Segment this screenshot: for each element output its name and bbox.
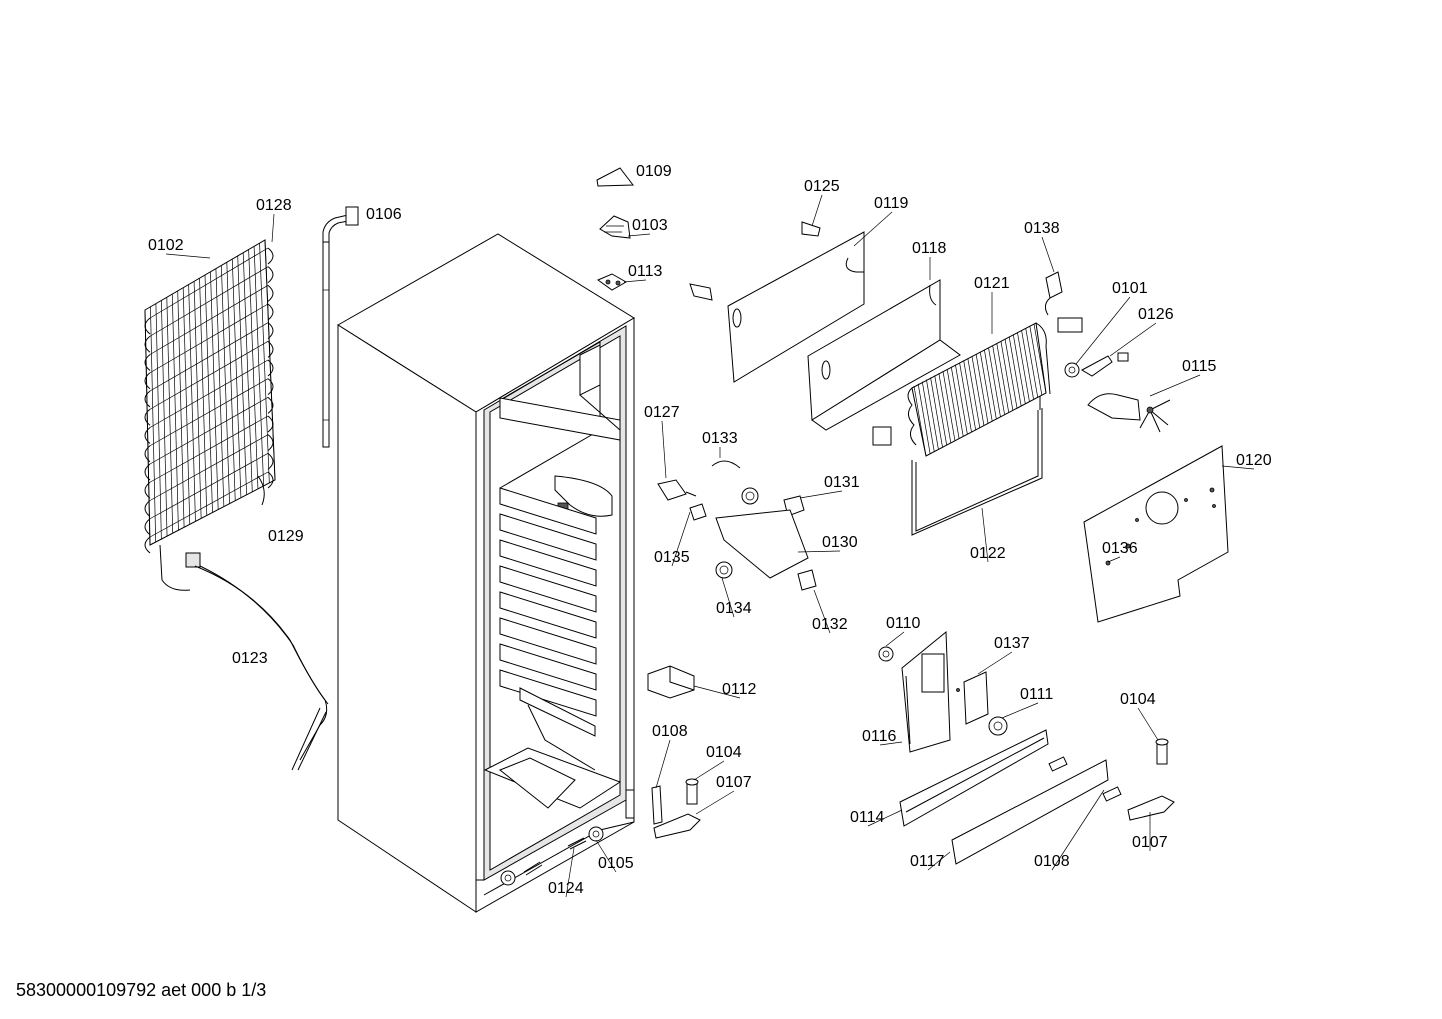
part-label-0133: 0133 xyxy=(702,430,738,447)
leader-line-0122 xyxy=(981,507,989,563)
leader-line-0103 xyxy=(627,233,651,237)
leader-line-0127 xyxy=(661,420,667,479)
part-label-0138: 0138 xyxy=(1024,220,1060,237)
part-labels: 0109 0103 0113 0106 0128 0102 0129 0123 0125 0119… xyxy=(148,163,1272,897)
part-label-0127: 0127 xyxy=(644,404,680,421)
part-label-0136: 0136 xyxy=(1102,540,1138,557)
part-label-0107: 0107 xyxy=(716,774,752,791)
footer-document-code: 58300000109792 aet 000 b 1/3 xyxy=(16,980,267,1000)
leader-line-0116 xyxy=(879,741,903,746)
leader-line-0112 xyxy=(693,685,741,699)
leader-line-0125 xyxy=(811,194,823,227)
leader-line-0130 xyxy=(797,550,841,553)
leader-line-0104 xyxy=(1137,707,1159,741)
part-label-0104: 0104 xyxy=(1120,691,1156,708)
part-label-0116: 0116 xyxy=(862,728,897,745)
evaporator xyxy=(907,317,1083,536)
leader-line-0124 xyxy=(565,847,575,898)
evaporator-covers xyxy=(689,221,961,446)
leader-line-0114 xyxy=(867,809,903,827)
leader-line-0115 xyxy=(1149,374,1201,397)
leader-line-0137 xyxy=(977,651,1013,675)
part-label-0135: 0135 xyxy=(654,549,690,566)
leader-line-0134 xyxy=(721,577,735,618)
part-label-0108: 0108 xyxy=(652,723,688,740)
part-label-0109: 0109 xyxy=(636,163,672,180)
part-label-0102: 0102 xyxy=(148,237,184,254)
leader-line-0119 xyxy=(853,211,893,247)
part-label-0124: 0124 xyxy=(548,880,584,897)
back-cover-plate xyxy=(1083,445,1229,623)
part-label-0125: 0125 xyxy=(804,178,840,195)
control-panel xyxy=(878,630,1008,753)
lower-left-hardware xyxy=(567,778,701,850)
refrigerator-cabinet xyxy=(337,233,635,913)
leader-line-0135 xyxy=(671,511,691,567)
leader-line-0110 xyxy=(885,631,905,647)
leader-lines xyxy=(165,194,1255,898)
part-label-0113: 0113 xyxy=(628,263,663,280)
part-label-0128: 0128 xyxy=(256,197,292,214)
part-label-0111: 0111 xyxy=(1020,686,1053,703)
leader-line-0108 xyxy=(655,739,671,789)
part-label-0105: 0105 xyxy=(598,855,634,872)
part-label-0120: 0120 xyxy=(1236,452,1272,469)
leader-line-0104 xyxy=(693,760,725,781)
leader-line-0105 xyxy=(595,839,617,873)
holder xyxy=(647,665,695,699)
part-label-0103: 0103 xyxy=(632,217,668,234)
drain-pipe xyxy=(322,206,359,448)
fan-assembly xyxy=(1044,271,1171,433)
leader-line-0126 xyxy=(1109,322,1157,357)
part-label-0119: 0119 xyxy=(874,195,909,212)
part-label-0126: 0126 xyxy=(1138,306,1174,323)
leader-line-0136 xyxy=(1107,556,1121,563)
part-label-0122: 0122 xyxy=(970,545,1006,562)
part-label-0106: 0106 xyxy=(366,206,402,223)
trim-strips xyxy=(899,729,1175,865)
leader-line-0120 xyxy=(1221,465,1255,470)
part-label-0123: 0123 xyxy=(232,650,268,667)
leader-line-0107 xyxy=(695,790,735,815)
leader-line-0111 xyxy=(1001,702,1039,719)
part-label-0118: 0118 xyxy=(912,240,947,257)
part-label-0108: 0108 xyxy=(1034,853,1070,870)
part-label-0107: 0107 xyxy=(1132,834,1168,851)
part-label-0130: 0130 xyxy=(822,534,858,551)
leader-line-0101 xyxy=(1075,296,1131,365)
part-label-0129: 0129 xyxy=(268,528,304,545)
part-label-0132: 0132 xyxy=(812,616,848,633)
part-label-0137: 0137 xyxy=(994,635,1030,652)
leader-line-0102 xyxy=(165,253,211,259)
part-label-0112: 0112 xyxy=(722,681,757,698)
leader-line-0117 xyxy=(927,851,951,871)
leader-line-0128 xyxy=(271,213,275,243)
leader-line-0108 xyxy=(1051,789,1105,871)
leader-line-0132 xyxy=(813,589,831,634)
top-small-parts xyxy=(596,167,634,291)
part-label-0117: 0117 xyxy=(910,853,945,870)
part-label-0114: 0114 xyxy=(850,809,885,826)
part-label-0134: 0134 xyxy=(716,600,752,617)
control-assembly xyxy=(657,460,817,591)
part-label-0110: 0110 xyxy=(886,615,921,632)
part-label-0121: 0121 xyxy=(974,275,1010,292)
part-label-0101: 0101 xyxy=(1112,280,1148,297)
leader-line-0131 xyxy=(799,490,843,499)
condenser-coil xyxy=(144,239,329,771)
leader-line-0113 xyxy=(623,279,647,283)
leader-line-0138 xyxy=(1041,236,1055,273)
part-label-0104: 0104 xyxy=(706,744,742,761)
part-label-0115: 0115 xyxy=(1182,358,1217,375)
part-label-0131: 0131 xyxy=(824,474,860,491)
